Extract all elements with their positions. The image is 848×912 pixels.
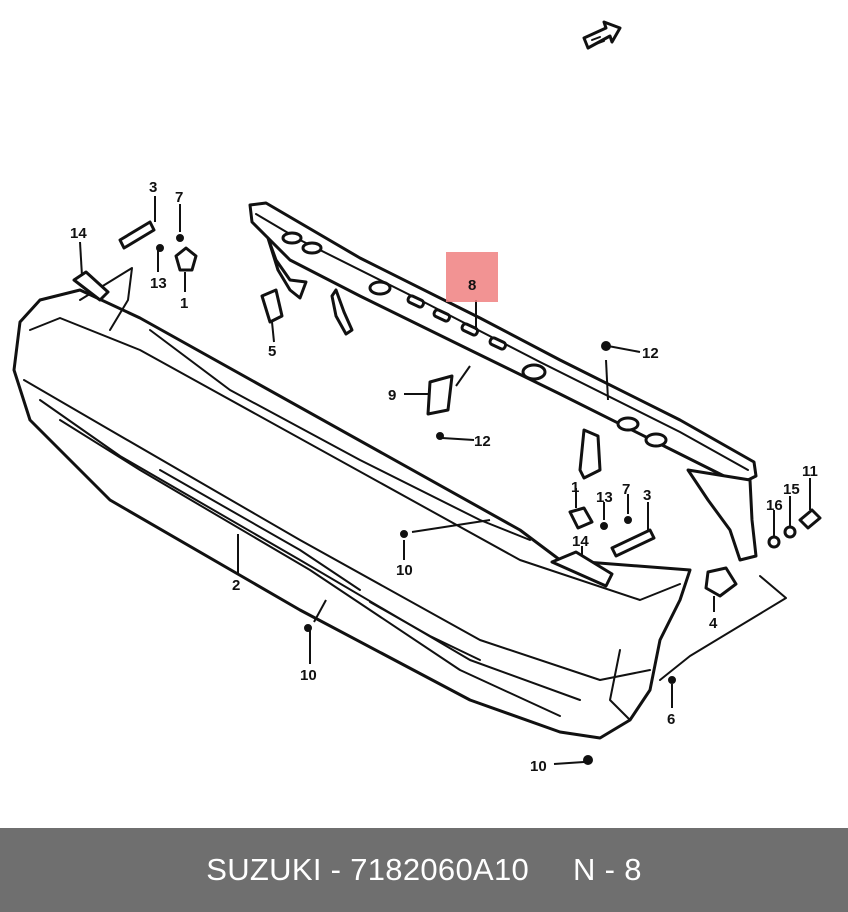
callout-14-left: 14 bbox=[70, 225, 87, 242]
right-clip-group bbox=[304, 341, 822, 765]
callout-12-mid: 12 bbox=[474, 433, 491, 450]
callout-2: 2 bbox=[232, 577, 240, 594]
callout-8[interactable]: 8 bbox=[468, 277, 476, 294]
callout-5: 5 bbox=[268, 343, 276, 360]
part-number: 7182060A10 bbox=[350, 852, 530, 887]
callout-13-left: 13 bbox=[150, 275, 167, 292]
callout-3-right: 3 bbox=[643, 487, 651, 504]
callout-15: 15 bbox=[783, 481, 800, 498]
callout-6: 6 bbox=[667, 711, 675, 728]
highlight-box bbox=[446, 252, 498, 302]
callout-13-right: 13 bbox=[596, 489, 613, 506]
bumper-cover bbox=[12, 267, 692, 740]
front-arrow-icon bbox=[582, 20, 622, 50]
callout-3-left: 3 bbox=[149, 179, 157, 196]
callout-7-right: 7 bbox=[622, 481, 630, 498]
brand-name: SUZUKI bbox=[206, 852, 322, 887]
ref-separator: - bbox=[604, 852, 616, 887]
callout-12-top: 12 bbox=[642, 345, 659, 362]
part-info-footer: SUZUKI - 7182060A10 N - 8 bbox=[0, 828, 848, 912]
mounting-surface bbox=[659, 575, 787, 681]
callout-10-bottom: 10 bbox=[530, 758, 547, 775]
callout-10-mid: 10 bbox=[396, 562, 413, 579]
leader-lines bbox=[79, 196, 811, 765]
bumper-reinforcement bbox=[248, 201, 758, 562]
callout-4: 4 bbox=[709, 615, 718, 632]
callout-1-left: 1 bbox=[180, 295, 188, 312]
ref-prefix: N bbox=[573, 852, 596, 887]
left-clip-group bbox=[72, 220, 284, 324]
callout-14-right: 14 bbox=[572, 533, 589, 550]
callout-1-right: 1 bbox=[571, 479, 579, 496]
separator: - bbox=[330, 852, 342, 887]
callout-10-lower: 10 bbox=[300, 667, 317, 684]
callout-9: 9 bbox=[388, 387, 396, 404]
callout-7-left: 7 bbox=[175, 189, 183, 206]
callout-11: 11 bbox=[802, 463, 818, 480]
parts-diagram: 3 7 14 13 1 5 8 12 9 12 1 13 7 3 11 15 1… bbox=[12, 20, 822, 775]
ref-number: 8 bbox=[624, 852, 642, 887]
callout-16: 16 bbox=[766, 497, 783, 514]
